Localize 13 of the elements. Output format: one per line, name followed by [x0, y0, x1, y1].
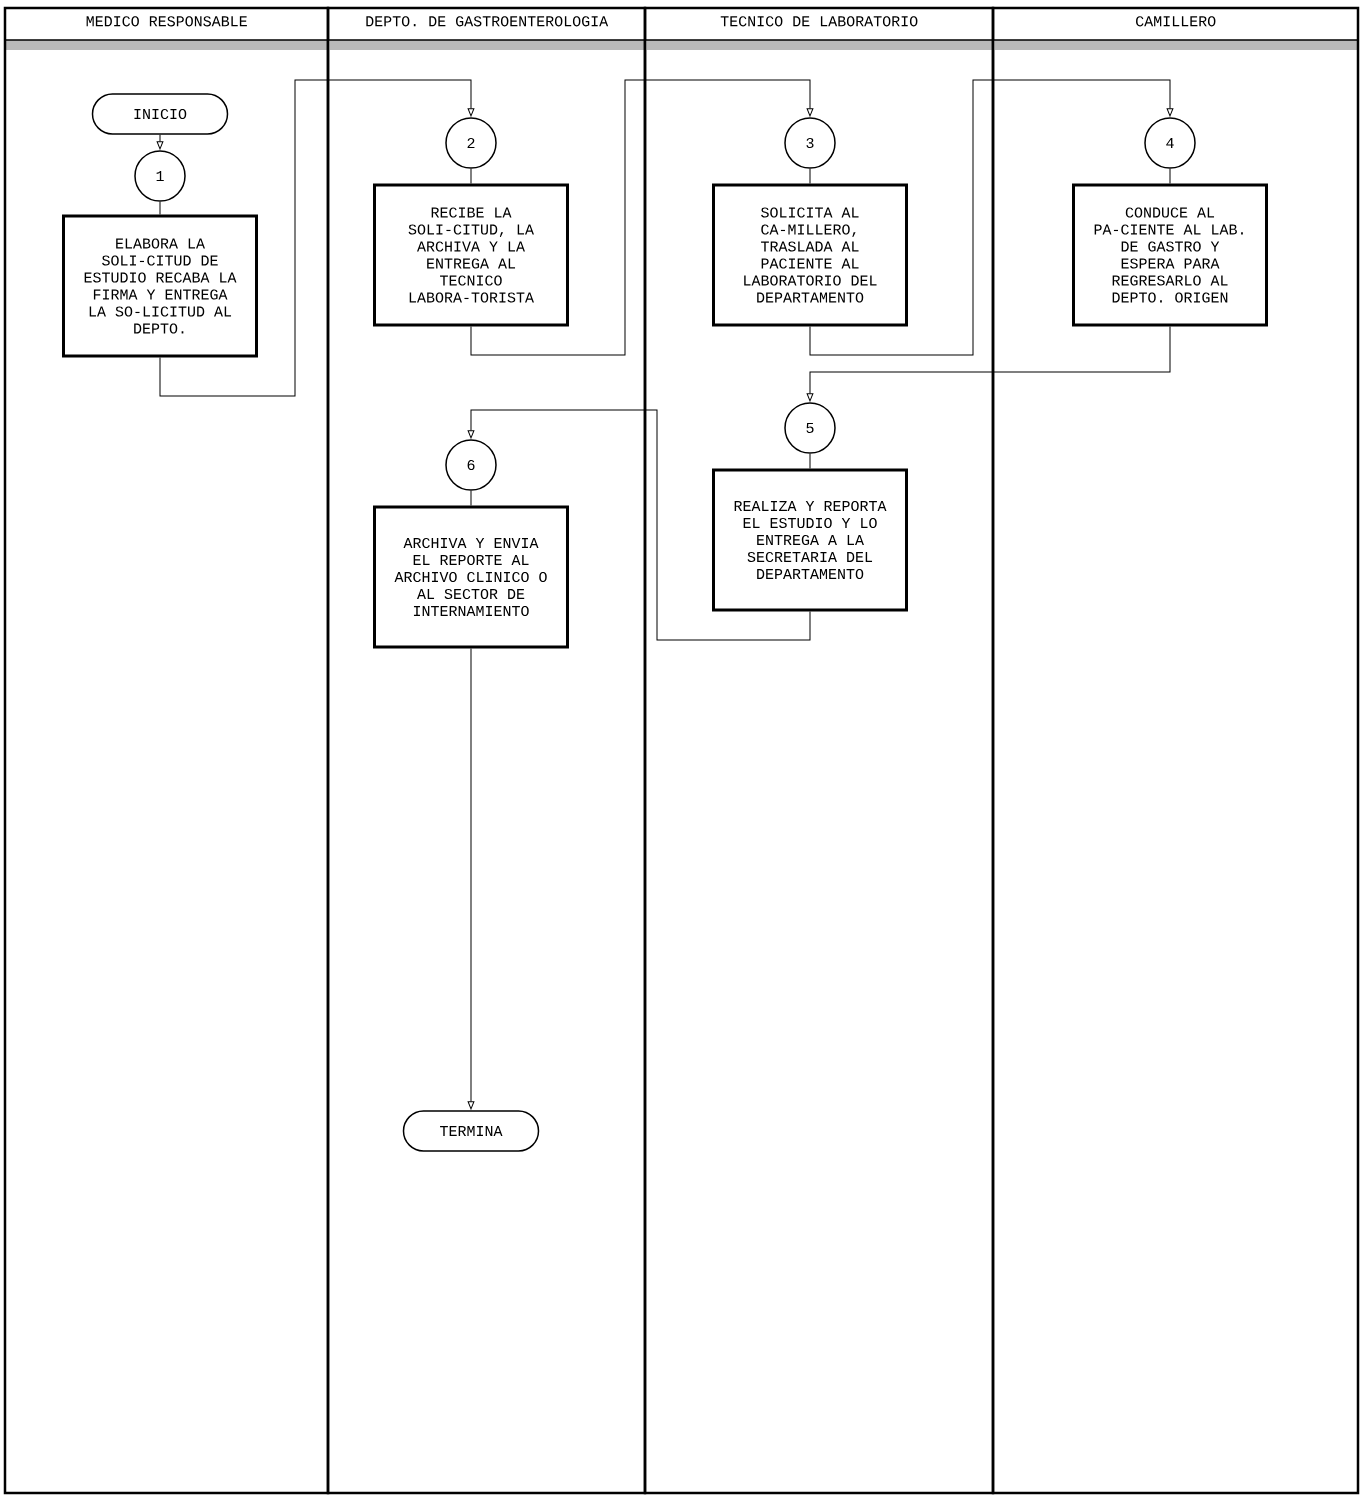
process-box: ARCHIVA Y ENVIA EL REPORTE AL ARCHIVO CLINICO O AL SECTOR DE INTERNAMIENTO [373, 505, 569, 649]
arrow [470, 79, 814, 356]
process-box: CONDUCE AL PA-CIENTE AL LAB. DE GASTRO Y ESPERA PARA REGRESARLO AL DEPTO. ORIGEN [1072, 183, 1268, 327]
process-box: ELABORA LA SOLI-CITUD DE ESTUDIO RECABA LA FIRMA Y ENTREGA LA SO-LICITUD AL DEPTO. [62, 214, 258, 358]
process-box: RECIBE LA SOLI-CITUD, LA ARCHIVA Y LA ENTREGA AL TECNICO LABORA-TORISTA [373, 183, 569, 327]
arrow [467, 648, 475, 1110]
arrow [467, 409, 811, 641]
arrow [156, 134, 164, 150]
arrow [809, 79, 1174, 356]
arrow [159, 79, 475, 397]
process-box: SOLICITA AL CA-MILLERO, TRASLADA AL PACIENTE AL LABORATORIO DEL DEPARTAMENTO [712, 183, 908, 327]
process-box: REALIZA Y REPORTA EL ESTUDIO Y LO ENTREGA A LA SECRETARIA DEL DEPARTAMENTO [712, 468, 908, 612]
arrow [806, 326, 1171, 402]
